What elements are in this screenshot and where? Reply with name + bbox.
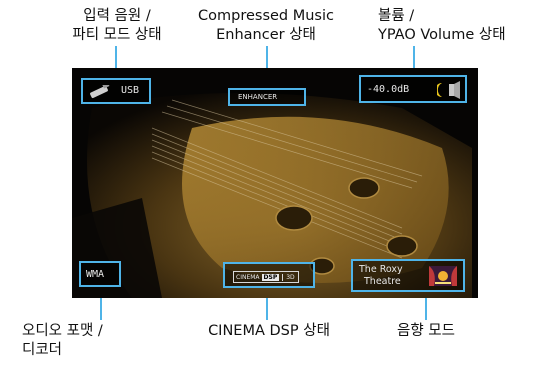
enhancer-indicator: ENHANCER bbox=[228, 88, 306, 106]
usb-stick-icon bbox=[90, 85, 110, 99]
ypao-volume-icon bbox=[437, 81, 460, 99]
callout-audio-format: 오디오 포맷 / 디코더 bbox=[22, 322, 152, 360]
callout-audio-format-line2: 디코더 bbox=[22, 342, 63, 358]
audio-format-label: WMA bbox=[86, 269, 105, 280]
cinema-dsp-logo: CINEMA DSP 3D bbox=[233, 271, 299, 283]
leader-line-mode bbox=[425, 291, 427, 320]
cinema-dsp-indicator: CINEMA DSP 3D bbox=[223, 262, 315, 288]
tv-screen: USB ENHANCER -40.0dB WMA CINEMA DSP 3D T… bbox=[72, 68, 478, 298]
volume-indicator: -40.0dB bbox=[359, 75, 467, 103]
callout-input-source-line1: 입력 음원 / bbox=[83, 8, 151, 24]
callout-input-source: 입력 음원 / 파티 모드 상태 bbox=[52, 7, 182, 45]
leader-line-enhancer bbox=[266, 46, 268, 88]
leader-line-cinema bbox=[266, 289, 268, 320]
input-source-label: USB bbox=[121, 85, 140, 96]
leader-line-input bbox=[115, 46, 117, 78]
callout-compressed-music-line2: Enhancer 상태 bbox=[216, 27, 316, 43]
callout-input-source-line2: 파티 모드 상태 bbox=[72, 27, 162, 43]
sound-program-line1: The Roxy bbox=[359, 264, 403, 275]
callout-compressed-music-line1: Compressed Music bbox=[198, 8, 334, 24]
leader-line-volume bbox=[413, 46, 415, 74]
cinema-dsp-logo-3d: 3D bbox=[282, 273, 297, 281]
callout-volume: 볼륨 / YPAO Volume 상태 bbox=[378, 7, 538, 45]
callout-sound-mode: 음향 모드 bbox=[384, 322, 468, 341]
leader-line-format bbox=[100, 287, 102, 320]
sound-program-line2: Theatre bbox=[364, 276, 401, 287]
callout-volume-line1: 볼륨 / bbox=[378, 8, 415, 24]
callout-compressed-music: Compressed Music Enhancer 상태 bbox=[190, 7, 342, 45]
callout-cinema-dsp: CINEMA DSP 상태 bbox=[198, 322, 340, 341]
audio-format-indicator: WMA bbox=[79, 261, 121, 287]
cinema-dsp-logo-cinema: CINEMA bbox=[236, 273, 260, 281]
sound-program-indicator: The Roxy Theatre bbox=[351, 259, 465, 292]
enhancer-label: ENHANCER bbox=[238, 93, 278, 101]
callout-volume-line2: YPAO Volume 상태 bbox=[378, 27, 506, 43]
callout-sound-mode-line1: 음향 모드 bbox=[397, 323, 455, 339]
callout-cinema-dsp-line1: CINEMA DSP 상태 bbox=[208, 323, 330, 339]
input-source-indicator: USB bbox=[81, 78, 151, 104]
callout-audio-format-line1: 오디오 포맷 / bbox=[22, 323, 103, 339]
volume-label: -40.0dB bbox=[367, 84, 410, 95]
cinema-dsp-logo-dsp: DSP bbox=[261, 273, 280, 281]
theatre-program-icon bbox=[429, 266, 457, 286]
